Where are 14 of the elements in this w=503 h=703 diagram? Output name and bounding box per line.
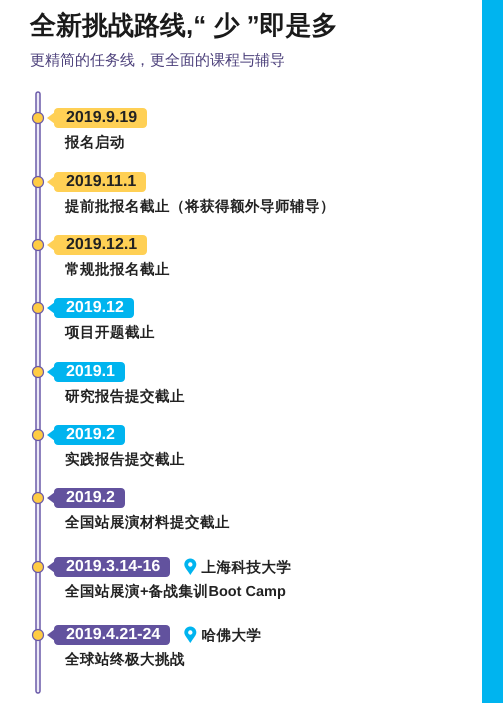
side-bar [482, 0, 503, 703]
milestone-text: 研究报告提交截止 [65, 387, 185, 406]
location-text: 哈佛大学 [201, 626, 262, 645]
subtitle: 更精简的任务线，更全面的课程与辅导 [30, 51, 285, 70]
milestone-text: 常规批报名截止 [65, 260, 170, 279]
milestone-text: 实践报告提交截止 [65, 450, 185, 469]
milestone-text: 提前批报名截止（将获得额外导师辅导） [65, 198, 335, 216]
milestone-text: 项目开题截止 [65, 324, 155, 342]
milestone-text: 全国站展演+备战集训Boot Camp [65, 582, 286, 601]
milestone-text: 报名启动 [65, 133, 125, 152]
location-text: 上海科技大学 [201, 558, 292, 577]
milestone-text: 全国站展演材料提交截止 [65, 513, 230, 532]
milestone-text: 全球站终极大挑战 [65, 650, 185, 669]
title: 全新挑战路线,“ 少 ”即是多 [30, 9, 338, 42]
